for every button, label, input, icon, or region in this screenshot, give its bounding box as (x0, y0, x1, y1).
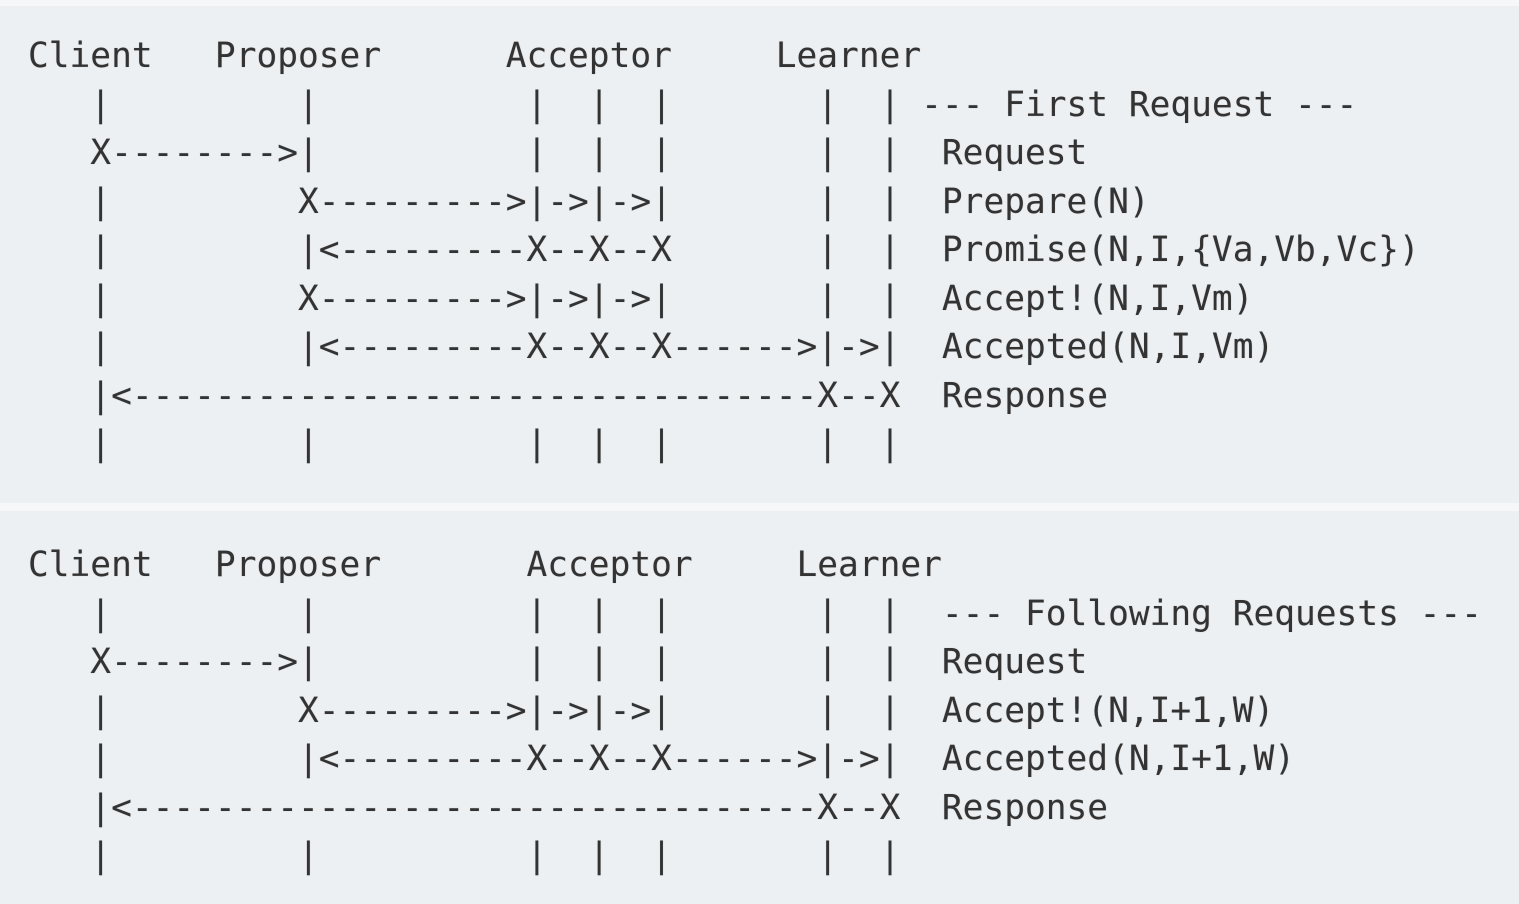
following-requests-sequence-diagram: Client Proposer Acceptor Learner | | | |… (28, 545, 1482, 876)
first-request-sequence-diagram: Client Proposer Acceptor Learner | | | |… (28, 36, 1420, 464)
first-request-panel: Client Proposer Acceptor Learner | | | |… (0, 6, 1519, 503)
following-requests-panel: Client Proposer Acceptor Learner | | | |… (0, 511, 1519, 904)
